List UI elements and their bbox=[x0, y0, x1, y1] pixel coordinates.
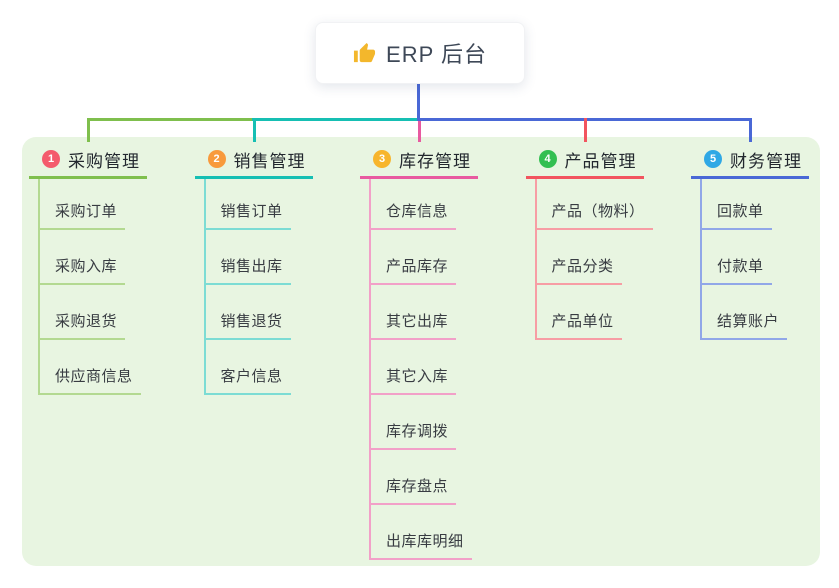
child-node[interactable]: 付款单 bbox=[700, 230, 787, 285]
priority-badge: 2 bbox=[207, 150, 226, 168]
root-node[interactable]: ERP 后台 bbox=[315, 22, 525, 84]
child-label: 供应商信息 bbox=[38, 365, 141, 395]
child-label: 付款单 bbox=[700, 255, 772, 285]
child-node[interactable]: 销售退货 bbox=[203, 285, 291, 340]
child-label: 采购订单 bbox=[38, 200, 126, 230]
child-node[interactable]: 库存调拨 bbox=[369, 395, 472, 450]
child-node[interactable]: 销售订单 bbox=[203, 179, 291, 230]
child-label: 客户信息 bbox=[203, 365, 291, 395]
connector-horizontal-segment bbox=[252, 118, 418, 121]
child-node[interactable]: 产品分类 bbox=[534, 230, 653, 285]
child-node[interactable]: 其它入库 bbox=[369, 340, 472, 395]
child-label: 库存盘点 bbox=[369, 475, 457, 505]
child-label: 销售出库 bbox=[203, 255, 291, 285]
connector-drop-line bbox=[418, 121, 421, 142]
connector-drop-line bbox=[583, 118, 587, 142]
child-label: 销售退货 bbox=[203, 310, 291, 340]
branch-title: 库存管理 bbox=[399, 151, 471, 171]
child-label: 产品（物料） bbox=[534, 200, 653, 230]
thumbs-up-icon bbox=[353, 42, 376, 65]
priority-badge: 3 bbox=[373, 150, 391, 168]
child-label: 产品库存 bbox=[369, 255, 457, 285]
child-node[interactable]: 结算账户 bbox=[700, 285, 788, 340]
child-label: 产品单位 bbox=[534, 310, 622, 340]
children-vertical-line bbox=[38, 179, 40, 395]
child-node[interactable]: 采购订单 bbox=[38, 179, 141, 230]
child-node[interactable]: 采购入库 bbox=[38, 230, 141, 285]
branch-node-3[interactable]: 3 库存管理 bbox=[360, 146, 471, 172]
child-label: 结算账户 bbox=[700, 310, 788, 340]
branch-underline bbox=[29, 176, 147, 179]
connector-drop-line bbox=[87, 118, 90, 142]
child-label: 销售订单 bbox=[203, 200, 291, 230]
branch-children: 回款单付款单结算账户 bbox=[700, 179, 788, 340]
child-node[interactable]: 产品（物料） bbox=[534, 179, 653, 230]
child-node[interactable]: 仓库信息 bbox=[369, 179, 472, 230]
child-node[interactable]: 销售出库 bbox=[203, 230, 291, 285]
children-vertical-line bbox=[369, 179, 371, 560]
priority-badge: 5 bbox=[704, 150, 722, 168]
branch-title: 销售管理 bbox=[233, 151, 306, 171]
child-node[interactable]: 其它出库 bbox=[369, 285, 472, 340]
branch-children: 仓库信息产品库存其它出库其它入库库存调拨库存盘点出库库明细 bbox=[369, 179, 472, 560]
branch-children: 采购订单采购入库采购退货供应商信息 bbox=[38, 179, 141, 395]
child-node[interactable]: 回款单 bbox=[700, 179, 787, 230]
child-label: 其它出库 bbox=[369, 310, 457, 340]
branch-node-5[interactable]: 5 财务管理 bbox=[691, 146, 802, 172]
priority-badge: 4 bbox=[538, 150, 557, 168]
connector-drop-line bbox=[252, 118, 256, 142]
branch-underline bbox=[360, 176, 478, 179]
child-node[interactable]: 供应商信息 bbox=[38, 340, 141, 395]
branch-underline bbox=[194, 176, 313, 179]
branch-node-2[interactable]: 2 销售管理 bbox=[195, 146, 306, 172]
child-label: 采购退货 bbox=[38, 310, 126, 340]
root-label: ERP 后台 bbox=[386, 42, 487, 67]
child-node[interactable]: 产品库存 bbox=[369, 230, 472, 285]
connector-drop-line bbox=[749, 118, 752, 142]
branches-panel bbox=[22, 137, 820, 566]
children-vertical-line bbox=[700, 179, 702, 340]
branch-underline bbox=[691, 176, 809, 179]
branch-title: 财务管理 bbox=[730, 151, 802, 171]
child-node[interactable]: 出库库明细 bbox=[369, 505, 472, 560]
priority-badge: 1 bbox=[42, 150, 60, 168]
branch-children: 销售订单销售出库销售退货客户信息 bbox=[203, 179, 291, 395]
branch-title: 产品管理 bbox=[564, 151, 637, 171]
child-node[interactable]: 产品单位 bbox=[534, 285, 653, 340]
branch-title: 采购管理 bbox=[68, 151, 140, 171]
child-label: 出库库明细 bbox=[369, 530, 472, 560]
branch-children: 产品（物料） 产品分类产品单位 bbox=[534, 179, 653, 340]
child-node[interactable]: 客户信息 bbox=[203, 340, 291, 395]
child-label: 库存调拨 bbox=[369, 420, 457, 450]
children-vertical-line bbox=[534, 179, 537, 340]
child-label: 回款单 bbox=[700, 200, 772, 230]
branch-node-4[interactable]: 4 产品管理 bbox=[526, 146, 637, 172]
child-label: 其它入库 bbox=[369, 365, 457, 395]
root-stem-line bbox=[417, 82, 420, 121]
child-label: 产品分类 bbox=[534, 255, 622, 285]
children-vertical-line bbox=[203, 179, 206, 395]
child-node[interactable]: 库存盘点 bbox=[369, 450, 472, 505]
connector-horizontal-segment bbox=[87, 118, 254, 121]
child-node[interactable]: 采购退货 bbox=[38, 285, 141, 340]
child-label: 仓库信息 bbox=[369, 200, 457, 230]
child-label: 采购入库 bbox=[38, 255, 126, 285]
branch-underline bbox=[525, 176, 644, 179]
branch-node-1[interactable]: 1 采购管理 bbox=[29, 146, 140, 172]
